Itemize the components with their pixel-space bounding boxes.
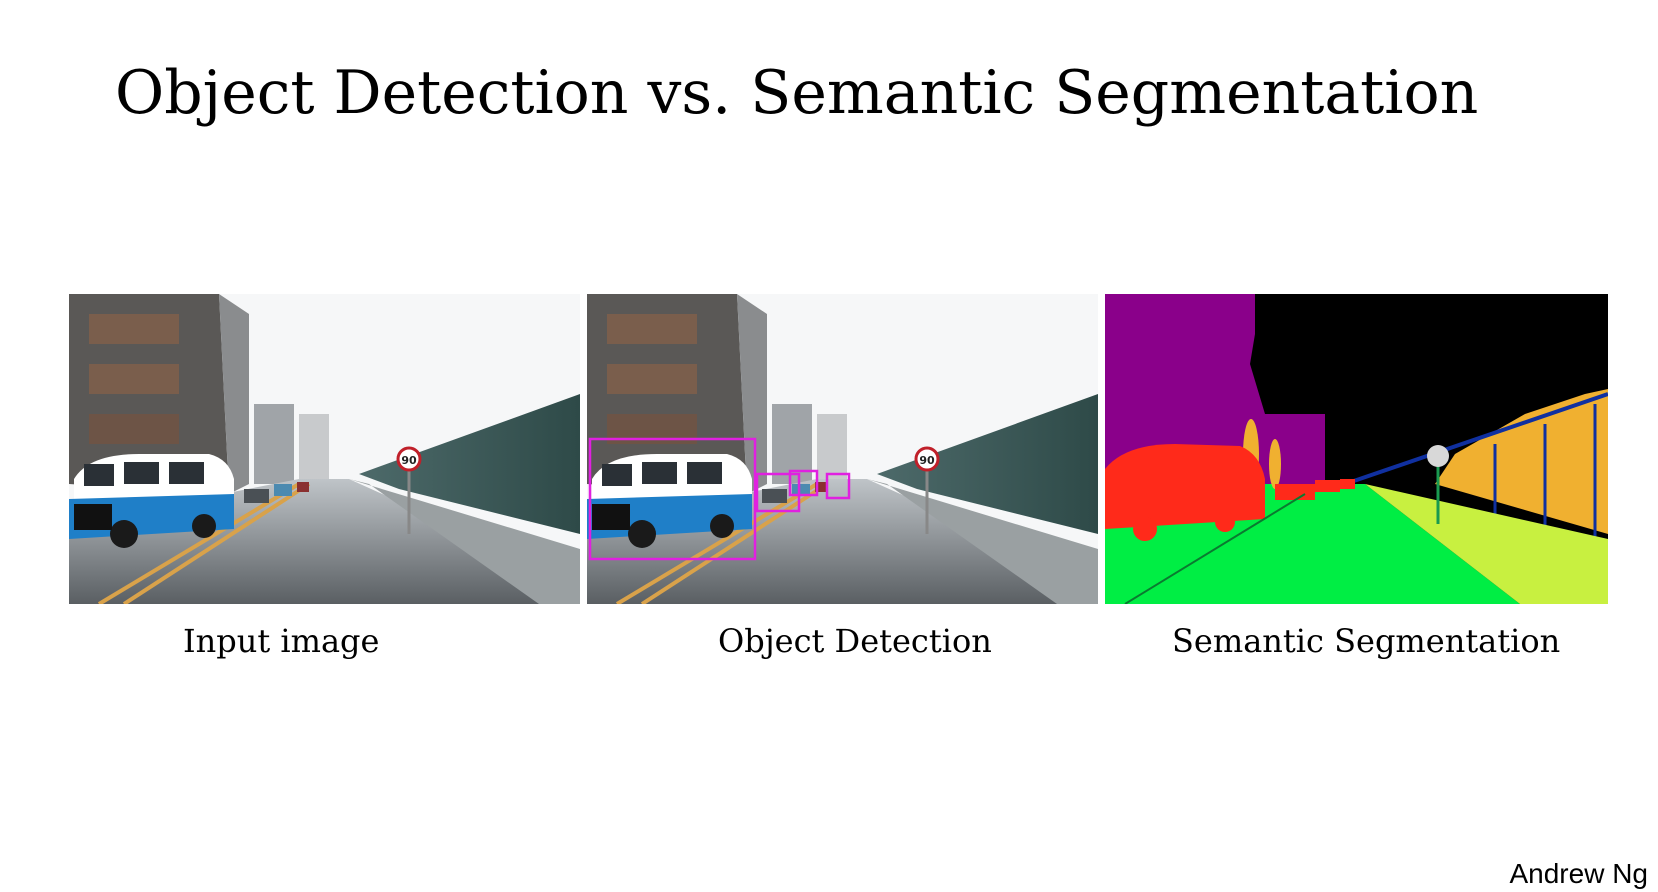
speed-sign-text: 90: [919, 454, 935, 467]
object-detection-caption: Object Detection: [718, 622, 992, 660]
detection-box-car-1: [755, 472, 801, 513]
object-detection-image: 90: [587, 294, 1098, 604]
detection-box-car-2: [788, 469, 819, 497]
speed-sign-text: 90: [401, 454, 417, 467]
input-image-caption: Input image: [183, 622, 380, 660]
detection-box-car-3: [825, 472, 851, 500]
detection-box-van: [588, 437, 757, 561]
author-credit: Andrew Ng: [1509, 858, 1648, 889]
semantic-segmentation-caption: Semantic Segmentation: [1172, 622, 1561, 660]
semantic-segmentation-image: [1105, 294, 1608, 604]
input-image: 90: [69, 294, 580, 604]
slide-title: Object Detection vs. Semantic Segmentati…: [115, 58, 1479, 128]
